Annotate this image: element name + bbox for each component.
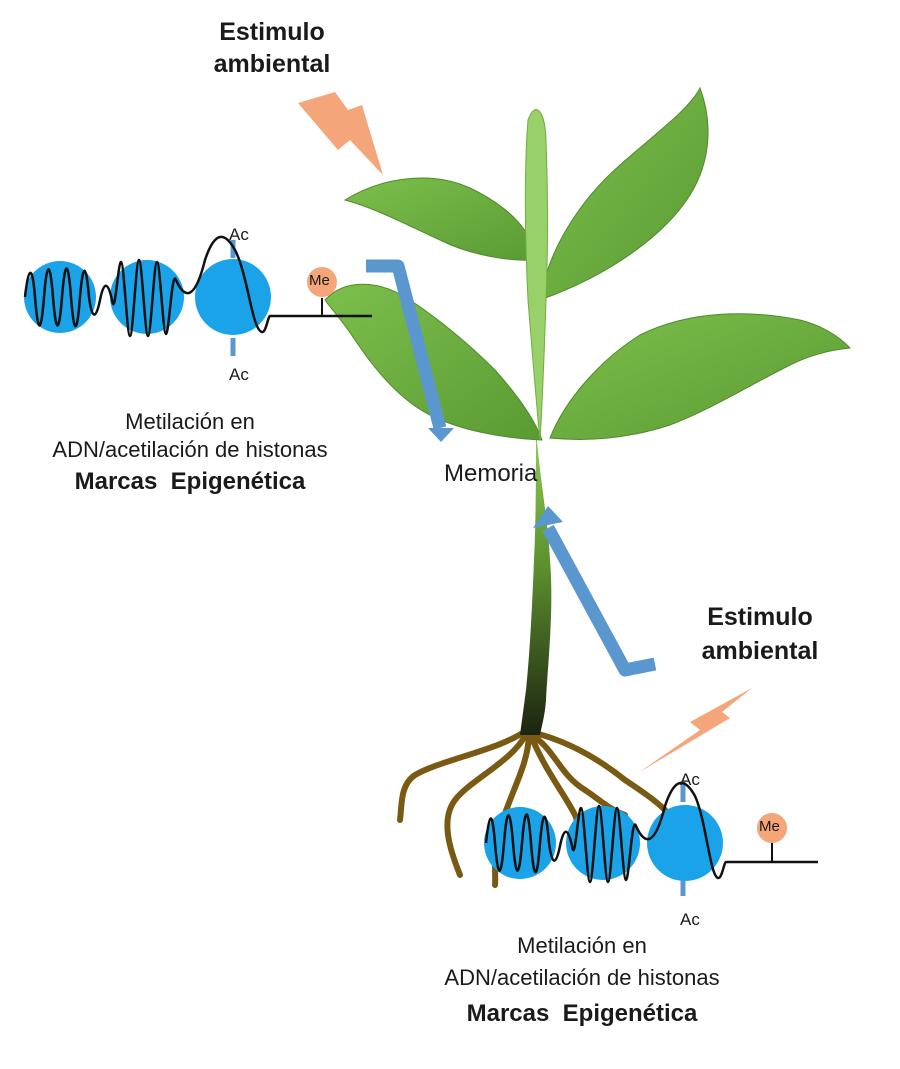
left-caption-line2: ADN/acetilación de histonas xyxy=(52,437,328,462)
arrow-leaf-to-memory xyxy=(366,259,454,442)
lightning-bolt-top-icon xyxy=(298,92,383,175)
left-caption-line1: Metilación en xyxy=(125,409,255,434)
methyl-mark xyxy=(307,267,337,297)
bottom-stimulus-line1: Estimulo xyxy=(707,603,813,631)
top-stimulus-line2: ambiental xyxy=(213,50,331,78)
left-ac-bottom: Ac xyxy=(229,365,249,384)
stem xyxy=(520,430,552,735)
dna-strand xyxy=(23,235,372,338)
top-stimulus-line1: Estimulo xyxy=(219,18,325,46)
right-ac-top: Ac xyxy=(680,770,700,789)
right-caption-line1: Metilación en xyxy=(517,933,647,958)
nucleosome xyxy=(195,259,271,335)
left-ac-top: Ac xyxy=(229,225,249,244)
nucleosome xyxy=(110,260,184,334)
right-marks-caption: Metilación en ADN/acetilación de histona… xyxy=(392,930,772,1030)
right-marks-title: Marcas Epigenética xyxy=(466,1000,698,1027)
right-ac-bottom: Ac xyxy=(680,910,700,929)
bottom-stimulus-line2: ambiental xyxy=(701,637,819,665)
left-marks-caption: Metilación en ADN/acetilación de histona… xyxy=(0,408,380,496)
right-nucleosome-group xyxy=(484,781,818,896)
bottom-stimulus-label: Estimulo ambiental xyxy=(680,600,840,668)
methyl-mark xyxy=(757,813,787,843)
left-me-label: Me xyxy=(309,272,330,289)
arrow-roots-to-memory xyxy=(533,506,657,677)
memory-label: Memoria xyxy=(444,460,538,487)
nucleosome xyxy=(647,805,723,881)
lightning-bolt-bottom-icon xyxy=(638,688,752,773)
right-caption-line2: ADN/acetilación de histonas xyxy=(444,965,720,990)
left-nucleosome-group xyxy=(23,235,372,356)
leaves xyxy=(324,86,852,441)
right-me-label: Me xyxy=(759,818,780,835)
top-stimulus-label: Estimulo ambiental xyxy=(192,16,352,80)
dna-strand xyxy=(484,781,818,884)
left-marks-title: Marcas Epigenética xyxy=(74,468,306,495)
